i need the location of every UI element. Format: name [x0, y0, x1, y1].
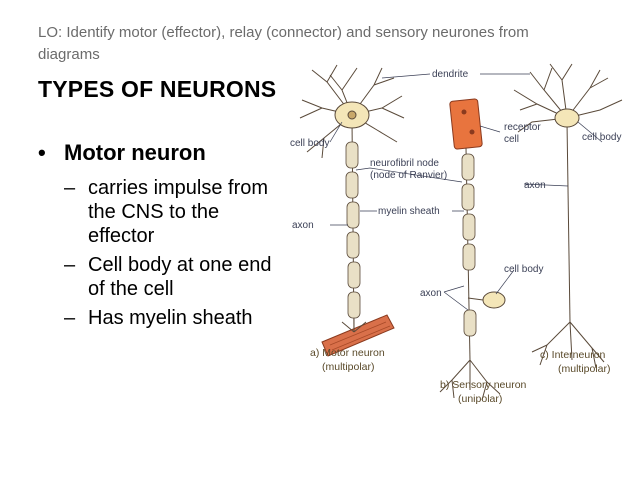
- label-axon-motor: axon: [292, 220, 314, 231]
- caption-motor: a) Motor neuron: [310, 347, 385, 359]
- inter-cell-body: [554, 108, 580, 128]
- sub-point: Cell body at one end of the cell: [38, 253, 288, 301]
- bullet-list: Motor neuron carries impulse from the CN…: [38, 138, 288, 335]
- label-axon-inter: axon: [524, 180, 546, 191]
- motor-myelin-sheath: [345, 141, 361, 319]
- muscle-effector: [321, 314, 395, 357]
- interneuron: [513, 63, 623, 369]
- caption-motor-type: (multipolar): [322, 361, 375, 373]
- label-receptor: receptor: [504, 122, 541, 133]
- label-cell-body-inter: cell body: [582, 132, 621, 143]
- neuron-types-diagram: dendrite cell body receptor cell cell bo…: [290, 63, 623, 405]
- label-node: neurofibril node: [370, 158, 439, 169]
- label-axon-sensory: axon: [420, 288, 442, 299]
- caption-sensory: b) Sensory neuron: [440, 379, 527, 391]
- label-dendrite: dendrite: [432, 69, 469, 80]
- label-cell-body-motor: cell body: [290, 138, 329, 149]
- leader-lines: [329, 73, 603, 311]
- caption-inter: c) Interneuron: [540, 349, 606, 361]
- learning-objective: LO: Identify motor (effector), relay (co…: [38, 24, 529, 63]
- caption-sensory-type: (unipolar): [458, 393, 502, 405]
- label-myelin-sheath: myelin sheath: [378, 206, 440, 217]
- sub-point-list: carries impulse from the CNS to the effe…: [38, 176, 288, 330]
- label-cell-body-sensory: cell body: [504, 264, 543, 275]
- caption-inter-type: (multipolar): [558, 363, 611, 375]
- motor-nucleus: [347, 110, 357, 120]
- slide-title: TYPES OF NEURONS: [38, 76, 277, 102]
- label-receptor-cell: cell: [504, 134, 519, 145]
- sub-point: Has myelin sheath: [38, 306, 288, 330]
- receptor-cell: [449, 98, 483, 150]
- sub-point: carries impulse from the CNS to the effe…: [38, 176, 288, 248]
- label-node-ranvier: (node of Ranvier): [370, 170, 447, 181]
- sensory-cell-body: [482, 291, 506, 309]
- sensory-neuron: [439, 98, 506, 401]
- bullet-motor-neuron: Motor neuron: [38, 138, 288, 168]
